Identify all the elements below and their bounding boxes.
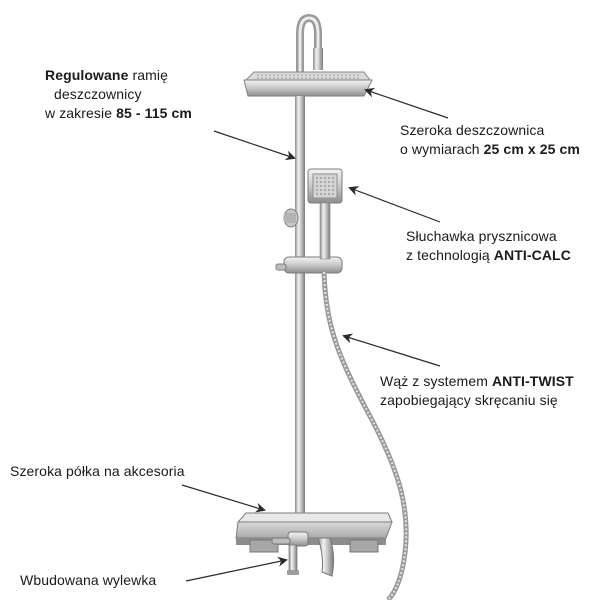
arm-line-2: deszczownicy	[54, 86, 142, 102]
callout-shelf: Szeroka półka na akcesoria	[10, 462, 240, 481]
handset-bold-2: ANTI-CALC	[493, 247, 571, 263]
head-arrow	[364, 87, 449, 119]
head-line-1: Szeroka deszczownica	[400, 122, 545, 138]
mixer-lever	[317, 537, 335, 577]
callout-handset: Słuchawka prysznicowa z technologią ANTI…	[406, 227, 600, 265]
hand-shower	[307, 168, 343, 260]
handset-holder	[275, 256, 343, 274]
handset-text-2: z technologią	[406, 247, 494, 263]
shelf-line-1: Szeroka półka na akcesoria	[10, 463, 185, 479]
hose-line-2: zapobiegający skręcaniu się	[380, 392, 558, 408]
arm-bold-1: Regulowane	[45, 67, 129, 83]
callout-arm: Regulowane ramię deszczownicy w zakresie…	[45, 66, 235, 123]
callout-spout: Wbudowana wylewka	[20, 571, 200, 590]
head-bold-2: 25 cm x 25 cm	[483, 141, 580, 157]
callout-hose: Wąż z systemem ANTI-TWIST zapobiegający …	[380, 372, 600, 410]
spout-line-1: Wbudowana wylewka	[20, 572, 157, 588]
hose-bold-1: ANTI-TWIST	[491, 373, 574, 389]
arm-text-3: w zakresie	[45, 105, 117, 121]
mixer-knob	[271, 531, 309, 547]
riser-pipe	[295, 96, 305, 536]
shower-arm	[296, 13, 323, 132]
accessory-shelf	[235, 512, 393, 553]
callout-head: Szeroka deszczownica o wymiarach 25 cm x…	[400, 121, 600, 159]
spout-arrow	[185, 556, 288, 582]
arm-text-1: ramię	[128, 67, 168, 83]
shelf-arrow	[181, 484, 266, 513]
built-in-spout	[287, 544, 299, 575]
handset-line-1: Słuchawka prysznicowa	[406, 228, 557, 244]
hose-arrow	[342, 333, 441, 367]
rain-shower-head	[243, 71, 373, 97]
head-text-2: o wymiarach	[400, 141, 484, 157]
arm-arrow	[213, 130, 296, 161]
handset-arrow	[348, 186, 441, 223]
arm-bold-3: 85 - 115 cm	[116, 105, 192, 121]
wall-bracket	[283, 208, 299, 228]
hose-text-1: Wąż z systemem	[380, 373, 492, 389]
